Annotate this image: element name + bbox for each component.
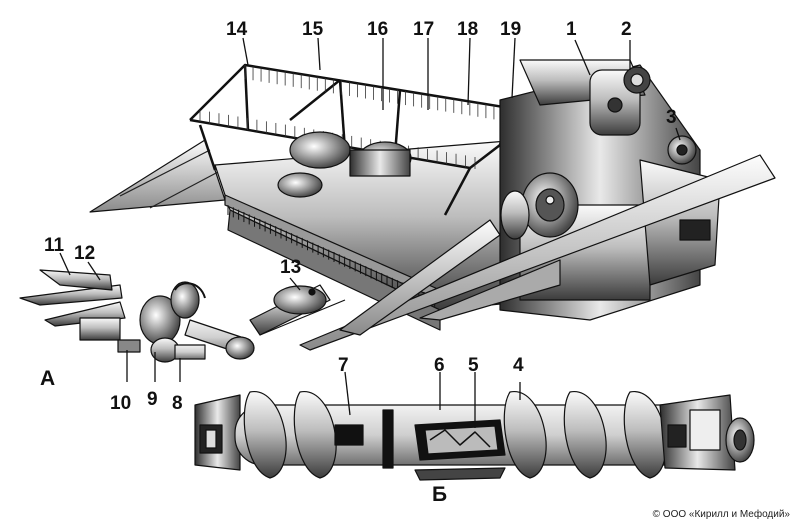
callout-16: 16 bbox=[367, 19, 389, 40]
callout-14: 14 bbox=[226, 19, 248, 40]
callout-5: 5 bbox=[468, 355, 479, 376]
assembly-b-auger bbox=[194, 391, 755, 481]
callout-4: 4 bbox=[513, 355, 524, 376]
callout-19: 19 bbox=[500, 19, 522, 40]
callout-7: 7 bbox=[338, 355, 349, 376]
callout-13: 13 bbox=[280, 257, 302, 278]
callout-11: 11 bbox=[44, 235, 65, 256]
callout-2: 2 bbox=[621, 19, 632, 40]
callout-6: 6 bbox=[434, 355, 445, 376]
drive-pulley-2 bbox=[589, 66, 651, 136]
reel-mesh bbox=[199, 65, 511, 169]
callout-1: 1 bbox=[566, 19, 577, 40]
right-divider bbox=[299, 154, 776, 351]
leader-lines bbox=[59, 37, 681, 428]
callout-17: 17 bbox=[413, 19, 435, 40]
auger-flights bbox=[243, 391, 667, 479]
callout-3: 3 bbox=[666, 107, 677, 128]
callout-9: 9 bbox=[147, 389, 158, 410]
left-divider bbox=[89, 139, 226, 213]
reel-bats bbox=[277, 131, 412, 198]
section-label-a: А bbox=[40, 367, 56, 390]
assembly-a-cutter-drive bbox=[19, 269, 346, 363]
callout-8: 8 bbox=[172, 393, 183, 414]
auger-drive-hub bbox=[500, 172, 579, 240]
callout-15: 15 bbox=[302, 19, 324, 40]
callout-10: 10 bbox=[110, 393, 132, 414]
section-label-b: Б bbox=[432, 483, 448, 506]
drive-pulley-3 bbox=[667, 135, 697, 165]
copyright-notice: © ООО «Кирилл и Мефодий» bbox=[652, 509, 790, 520]
callout-12: 12 bbox=[74, 243, 96, 264]
callout-18: 18 bbox=[457, 19, 479, 40]
header-assembly bbox=[89, 59, 776, 351]
